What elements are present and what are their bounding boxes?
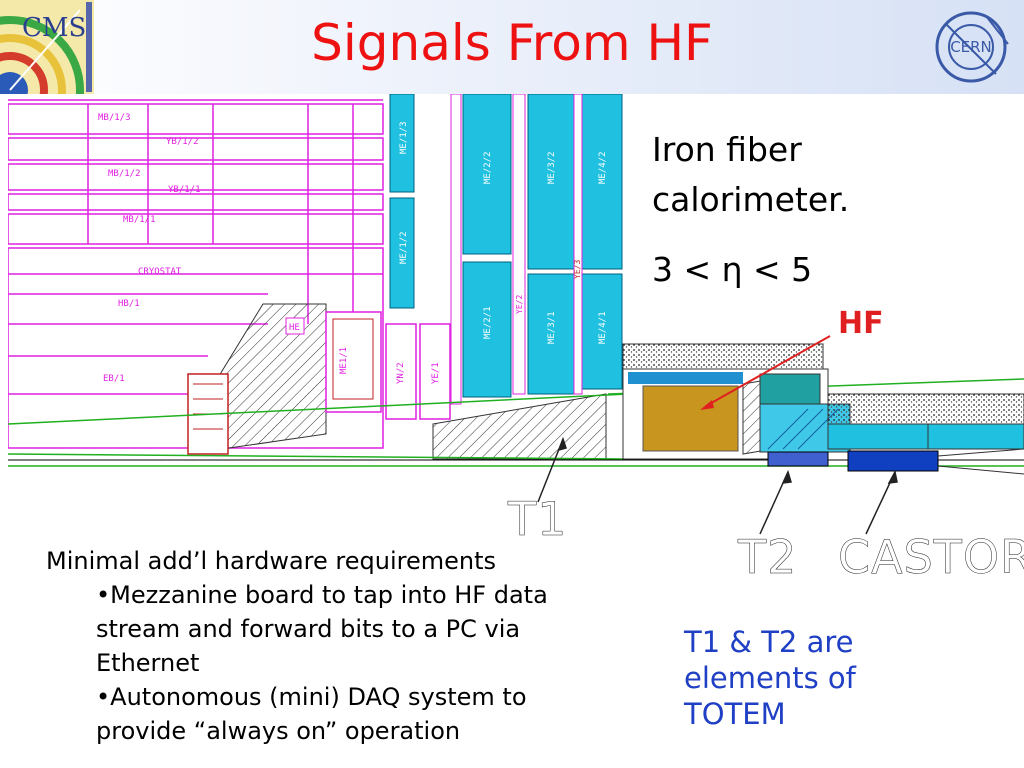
hf-arrowhead [700,400,714,410]
label-me21: ME/2/1 [483,306,493,339]
label-me32: ME/3/2 [547,151,557,184]
cms-forward-region-diagram: MB/1/3 YB/1/2 MB/1/2 YB/1/1 MB/1/1 CRYOS… [8,94,1024,535]
label-me31: ME/3/1 [547,311,557,344]
rear-shield [827,393,1024,425]
side-text-line2: calorimeter. [652,180,850,219]
label-me11: ME1/1 [339,347,349,374]
label-yb11: YB/1/1 [168,185,201,195]
barrel-labels: MB/1/3 YB/1/2 MB/1/2 YB/1/1 MB/1/1 CRYOS… [98,113,201,384]
rear-cyan-2 [927,423,1024,450]
endcap-muon-stations [389,94,623,405]
pointer-arrows [537,436,898,535]
label-cryostat: CRYOSTAT [138,267,182,277]
yn2-box [385,323,417,420]
label-ye3: YE/3 [573,260,582,279]
label-me41: ME/4/1 [598,311,608,344]
requirements-block: Minimal add’l hardware requirements •Mez… [46,544,606,748]
label-t2: T2 [738,530,798,585]
page-title: Signals From HF [311,14,713,72]
hf-arrow [705,335,831,407]
cms-logo: CMS [0,0,94,94]
endcap-labels: ME/1/3 ME/1/2 ME/2/2 ME/2/1 ME/3/2 ME/3/… [399,121,608,344]
label-he: HE [289,323,300,333]
t2-detector [767,451,829,467]
slide-header: CMS Signals From HF CERN [0,0,1024,94]
hf-top-strip [628,372,743,384]
label-mb11: MB/1/1 [123,215,156,225]
requirements-heading: Minimal add’l hardware requirements [46,547,496,575]
requirement-bullet: •Autonomous (mini) DAQ system to provide… [96,683,527,745]
cern-logo-text: CERN [950,38,992,56]
label-yn2: YN/2 [396,362,406,384]
cern-logo: CERN [935,11,1009,83]
label-me13: ME/1/3 [399,121,409,154]
requirement-bullet: •Mezzanine board to tap into HF data str… [96,581,548,677]
label-ye1: YE/1 [431,362,441,384]
label-me12: ME/1/2 [399,231,409,264]
hf-label: HF [838,306,884,341]
label-castor: CASTOR [838,530,1024,585]
label-ye2: YE/2 [515,295,524,314]
hf-back [759,373,821,405]
label-yb12: YB/1/2 [166,137,199,147]
label-eb1: EB/1 [103,374,125,384]
hf-shield-top [622,343,824,370]
label-me42: ME/4/2 [598,151,608,184]
eta-range: 3 < η < 5 [652,250,813,289]
rear-beam [937,448,1024,475]
totem-note: T1 & T2 are elements of TOTEM [684,625,856,731]
label-t1: T1 [508,492,568,547]
barrel-muon-grid [8,99,384,449]
castor-detector [847,450,939,472]
label-me22: ME/2/2 [483,151,493,184]
me11-box [325,311,382,413]
cms-logo-text: CMS [22,13,86,43]
label-mb12: MB/1/2 [108,169,141,179]
label-mb13: MB/1/3 [98,113,131,123]
label-hb1: HB/1 [118,299,140,309]
rear-cyan-1 [827,423,929,450]
side-text-line1: Iron fiber [652,130,802,169]
